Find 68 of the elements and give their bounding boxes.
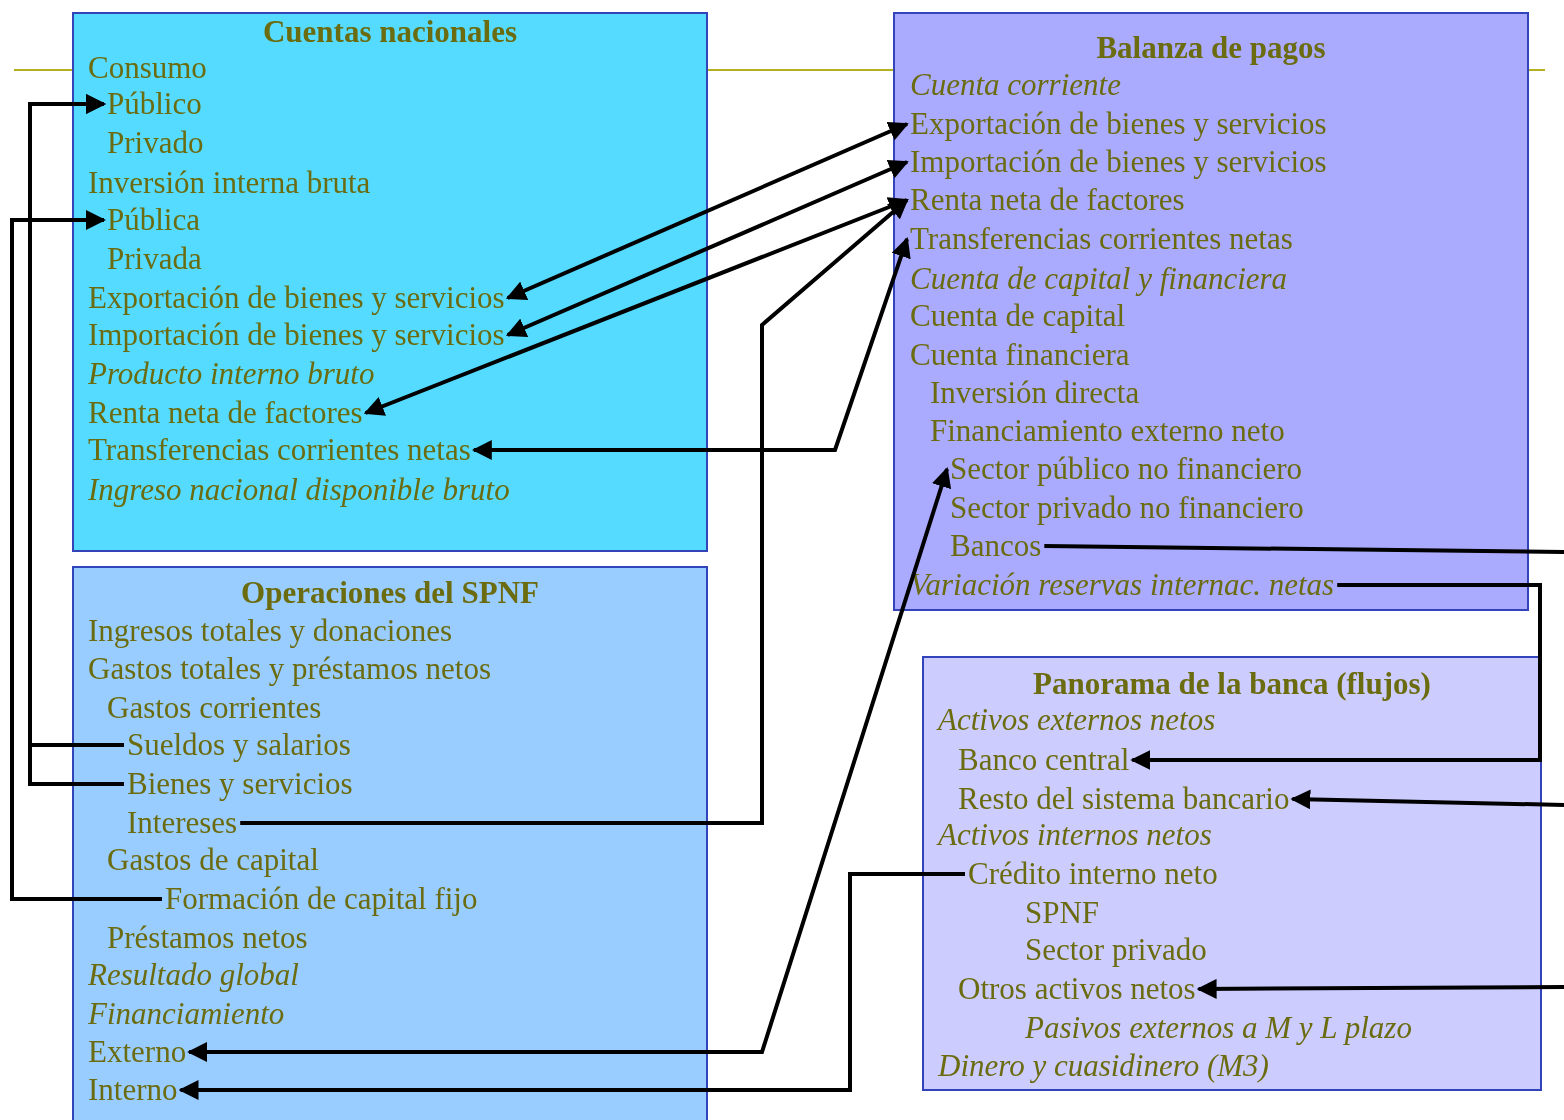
list-item-text: Bienes y servicios — [124, 766, 356, 802]
list-item-text: Importación de bienes y servicios — [907, 144, 1330, 180]
list-item-text: Cuenta corriente — [907, 67, 1124, 103]
panel-title: Panorama de la banca (flujos) — [1032, 666, 1432, 702]
arrow — [178, 872, 965, 1100]
section-panel — [72, 566, 708, 1120]
list-item-text: Variación reservas internac. netas — [907, 567, 1338, 603]
list-item-text: Activos externos netos — [935, 702, 1219, 738]
list-item-text: Banco central — [955, 742, 1133, 778]
list-item-text: Cuenta de capital — [907, 298, 1129, 334]
list-item-text: Sector público no financiero — [947, 451, 1306, 487]
list-item-text: Intereses — [124, 805, 241, 841]
list-item-text: Sector privado no financiero — [947, 490, 1307, 526]
panel-title: Balanza de pagos — [1095, 30, 1327, 66]
list-item-text: Financiamiento externo neto — [927, 413, 1288, 449]
list-item-text: Privada — [104, 241, 205, 277]
list-item-text: Bancos — [947, 528, 1045, 564]
section-panel — [72, 12, 708, 552]
arrow — [471, 237, 911, 460]
arrow — [1130, 583, 1542, 770]
list-item-text: Público — [104, 86, 205, 122]
list-item-text: Ingresos totales y donaciones — [85, 613, 456, 649]
list-item-text: Exportación de bienes y servicios — [85, 280, 508, 316]
arrow — [187, 467, 952, 1062]
list-item-text: Externo — [85, 1034, 190, 1070]
arrow — [1290, 789, 1564, 810]
list-item-text: Inversión interna bruta — [85, 165, 374, 201]
list-item-text: Pública — [104, 202, 203, 238]
list-item-text: Exportación de bienes y servicios — [907, 106, 1330, 142]
list-item-text: Producto interno bruto — [85, 356, 378, 392]
arrow — [363, 197, 909, 416]
list-item-text: SPNF — [1022, 895, 1103, 931]
list-item-text: Importación de bienes y servicios — [85, 317, 508, 353]
list-item-text: Cuenta financiera — [907, 337, 1133, 373]
list-item-text: Interno — [85, 1072, 181, 1108]
list-item-text: Activos internos netos — [935, 817, 1215, 853]
list-item-text: Otros activos netos — [955, 971, 1199, 1007]
list-item-text: Sector privado — [1022, 932, 1210, 968]
list-item-text: Gastos corrientes — [104, 690, 325, 726]
list-item-text: Crédito interno neto — [965, 856, 1221, 892]
list-item-text: Inversión directa — [927, 375, 1143, 411]
section-panel — [893, 12, 1529, 611]
list-item-text: Gastos de capital — [104, 842, 322, 878]
list-item-text: Consumo — [85, 50, 210, 86]
list-item-text: Privado — [104, 125, 207, 161]
list-item-text: Resto del sistema bancario — [955, 781, 1293, 817]
panel-title: Operaciones del SPNF — [240, 575, 540, 611]
list-item-text: Dinero y cuasidinero (M3) — [935, 1048, 1272, 1084]
panel-title: Cuentas nacionales — [261, 14, 519, 50]
list-item-text: Ingreso nacional disponible bruto — [85, 472, 513, 508]
list-item-text: Préstamos netos — [104, 920, 311, 956]
list-item-text: Renta neta de factores — [85, 395, 366, 431]
arrow — [505, 160, 909, 337]
list-item-text: Resultado global — [85, 957, 302, 993]
arrow — [1196, 978, 1564, 999]
list-item-text: Sueldos y salarios — [124, 727, 354, 763]
list-item-text: Financiamiento — [85, 996, 288, 1032]
arrow — [10, 210, 162, 901]
section-panel — [922, 656, 1542, 1091]
list-item-text: Transferencias corrientes netas — [85, 432, 474, 468]
list-item-text: Cuenta de capital y financiera — [907, 261, 1291, 297]
list-item-text: Gastos totales y préstamos netos — [85, 651, 494, 687]
arrow — [505, 122, 909, 300]
list-item-text: Pasivos externos a M y L plazo — [1022, 1010, 1415, 1046]
list-item-text: Formación de capital fijo — [162, 881, 481, 917]
list-item-text: Renta neta de factores — [907, 182, 1188, 218]
arrow — [240, 198, 909, 825]
list-item-text: Transferencias corrientes netas — [907, 221, 1296, 257]
